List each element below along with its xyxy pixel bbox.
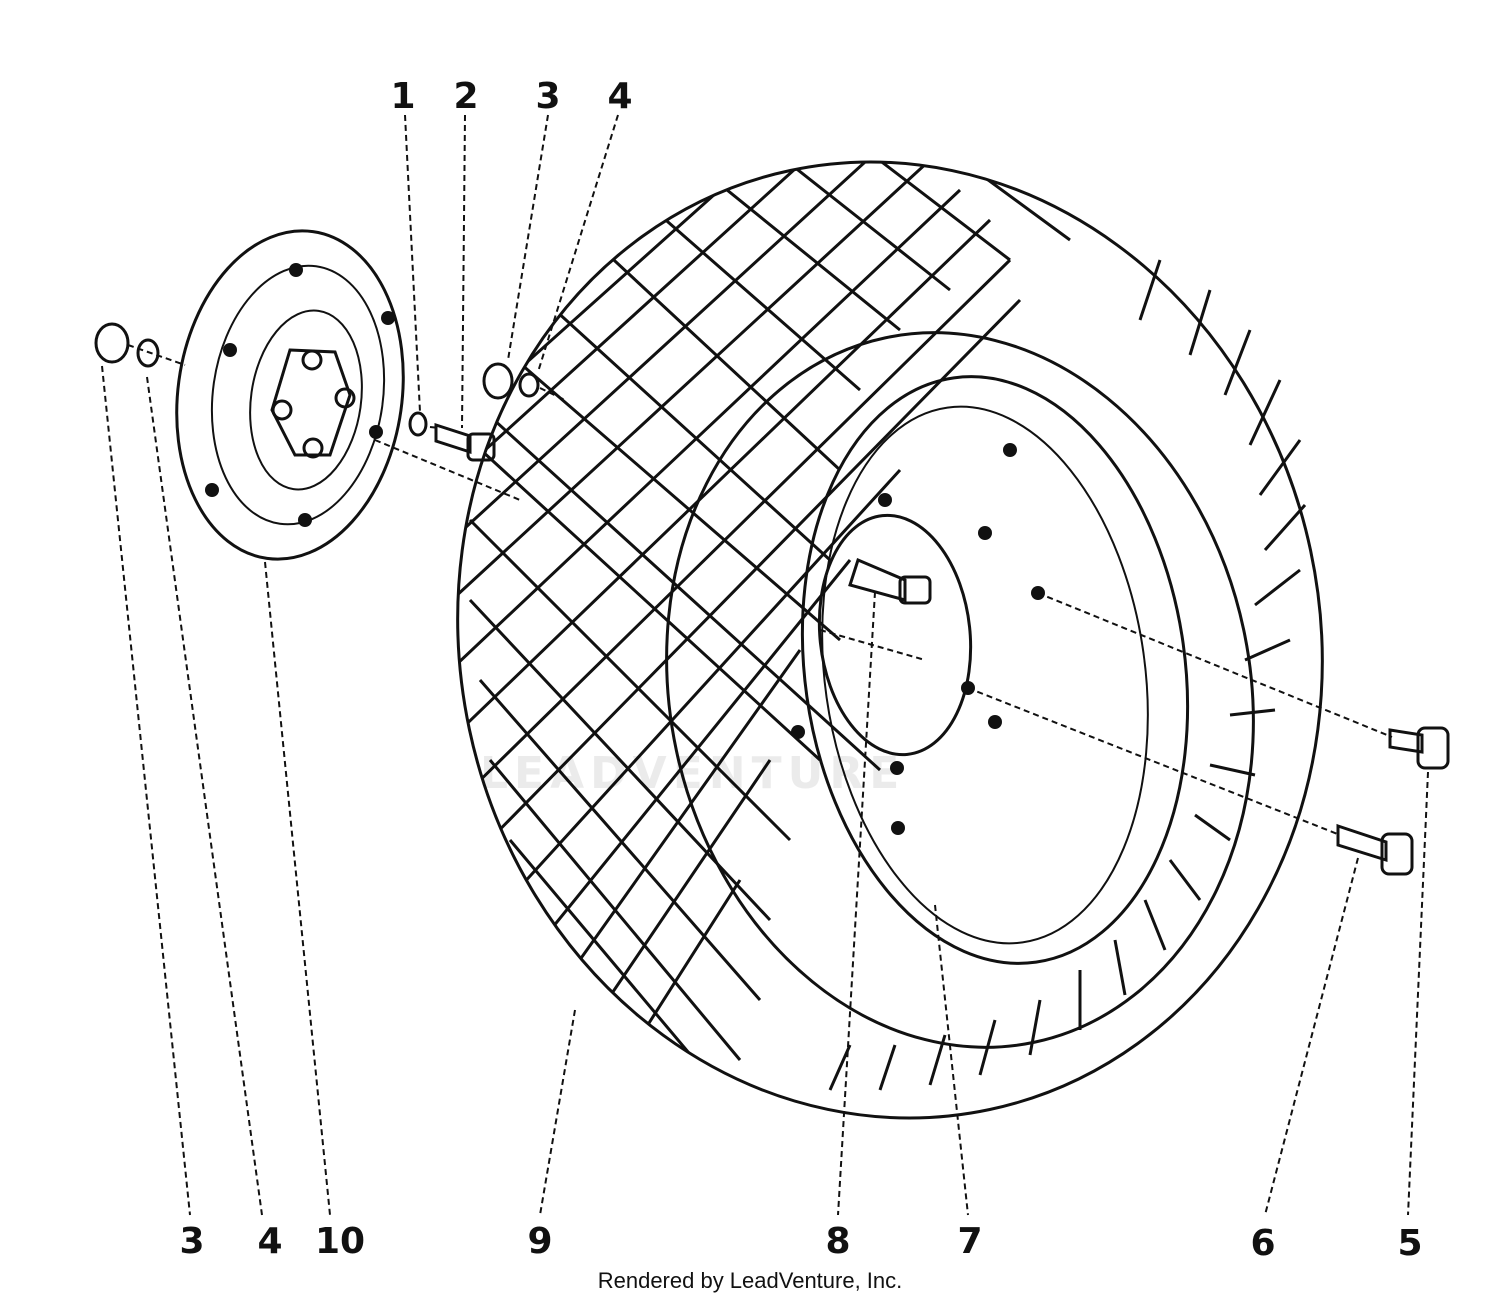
callout-label: 1 — [390, 76, 415, 117]
lockwasher-4-left — [136, 338, 160, 368]
hub-plate — [175, 229, 405, 561]
rim — [791, 375, 1190, 965]
tire-sidewall-lugs — [828, 259, 1307, 1091]
callout-label: 3 — [179, 1221, 204, 1262]
callout-label: 5 — [1397, 1223, 1422, 1264]
callout-label: 10 — [315, 1221, 365, 1262]
lockwasher-4-upper — [518, 372, 540, 398]
callout-leaders — [101, 114, 1429, 1216]
washer-1 — [408, 411, 428, 437]
tire-tread-pattern — [428, 98, 1071, 1101]
bolt-2 — [434, 422, 496, 462]
callout-label: 7 — [957, 1221, 982, 1262]
callout-label: 9 — [527, 1221, 552, 1262]
tire — [428, 98, 1324, 1120]
callout-label: 4 — [607, 76, 632, 117]
bolt-5 — [1388, 726, 1450, 770]
callouts-bottom: 3 4 10 9 8 7 6 5 — [179, 1221, 1422, 1264]
valve-stem — [848, 557, 932, 605]
nut-3-upper — [482, 362, 514, 400]
callout-label: 6 — [1250, 1223, 1275, 1264]
callouts-top: 1 2 3 4 — [390, 76, 632, 117]
render-credit: Rendered by LeadVenture, Inc. — [597, 1268, 903, 1293]
callout-label: 2 — [453, 76, 478, 117]
watermark: LEADVENTURE — [480, 748, 906, 799]
nut-3-left — [94, 322, 130, 364]
callout-label: 8 — [825, 1221, 850, 1262]
bolt-6 — [1336, 823, 1414, 876]
callout-label: 4 — [257, 1221, 282, 1262]
callout-label: 3 — [535, 76, 560, 117]
